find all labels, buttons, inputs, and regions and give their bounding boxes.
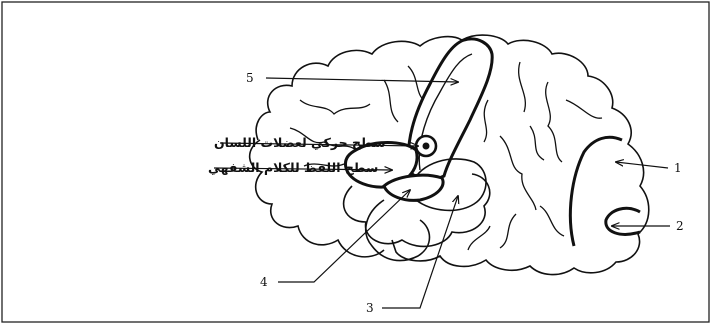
- arrow-5: [266, 78, 458, 82]
- label-motor-tongue: سطح حركي لعضلات اللسان: [214, 135, 386, 150]
- label-1: 1: [674, 161, 682, 175]
- occipital-region: [570, 137, 622, 246]
- label-articulation: سطح اللفظ للكلام الشفهي: [208, 160, 378, 176]
- temporal-curl: [366, 200, 430, 261]
- label-5: 5: [246, 71, 254, 85]
- visual-area: [606, 208, 640, 234]
- label-3: 3: [366, 301, 374, 315]
- tongue-motor-dot: [423, 143, 430, 150]
- label-4: 4: [260, 275, 268, 289]
- label-2: 2: [676, 219, 684, 233]
- arrow-3: [382, 196, 458, 308]
